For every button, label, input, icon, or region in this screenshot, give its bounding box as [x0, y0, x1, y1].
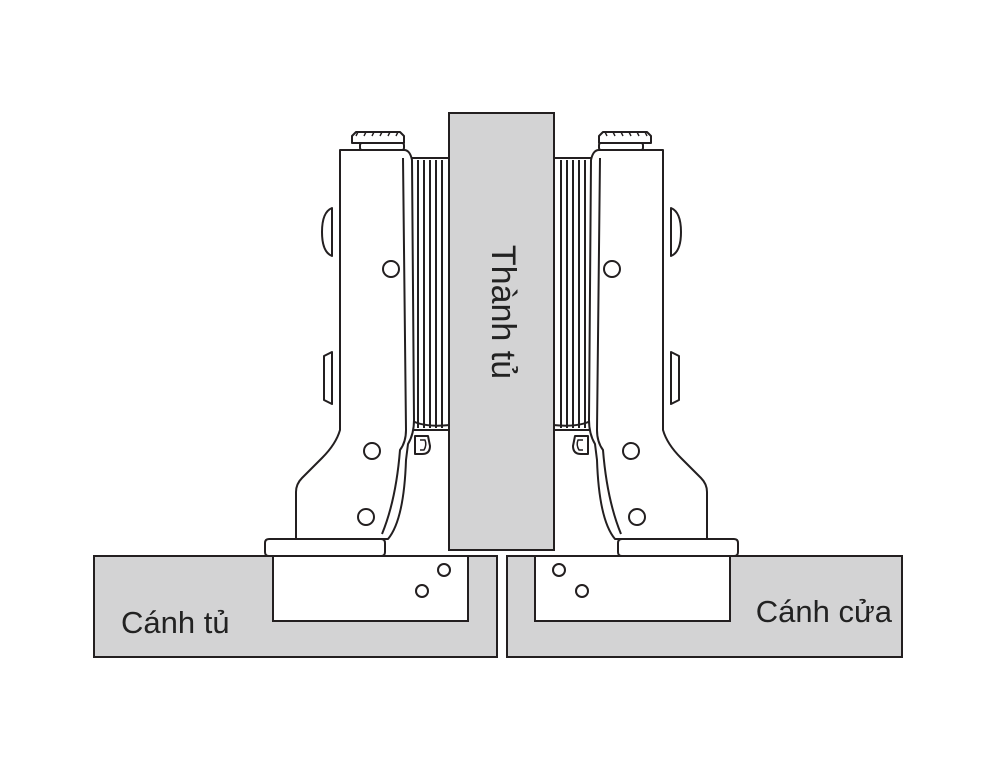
- left-hinge-base-flange: [264, 538, 386, 557]
- right-panel-label: Cánh cửa: [756, 594, 893, 629]
- right-hinge-hole: [622, 442, 640, 460]
- right-hinge-hole: [603, 260, 621, 278]
- left-cup-screw-hole: [437, 563, 451, 577]
- right-hinge-adjust-screw: [598, 131, 652, 151]
- cabinet-side-board: [448, 112, 555, 551]
- right-hinge-hole: [628, 508, 646, 526]
- left-hinge-cup-recess: [272, 555, 469, 622]
- cabinet-side-label: Thành tủ: [484, 245, 522, 379]
- right-hinge-base-flange: [617, 538, 739, 557]
- left-hinge: [264, 131, 451, 557]
- left-hinge-bump: [321, 207, 333, 257]
- left-hinge-hole: [363, 442, 381, 460]
- right-hinge-bump: [670, 207, 682, 257]
- left-hinge-bump: [323, 351, 333, 405]
- left-cup-screw-hole: [415, 584, 429, 598]
- right-hinge: [552, 131, 739, 557]
- left-panel-label: Cánh tủ: [121, 605, 230, 640]
- right-hinge-pin: [572, 435, 589, 455]
- left-hinge-arm: [295, 149, 415, 540]
- left-hinge-pin: [414, 435, 431, 455]
- left-door-panel: [93, 555, 498, 658]
- right-hinge-bump: [670, 351, 680, 405]
- right-cup-screw-hole: [552, 563, 566, 577]
- left-hinge-adjust-screw: [351, 131, 405, 151]
- right-cup-screw-hole: [575, 584, 589, 598]
- right-hinge-arm: [588, 149, 708, 540]
- left-hinge-hole: [382, 260, 400, 278]
- left-hinge-hole: [357, 508, 375, 526]
